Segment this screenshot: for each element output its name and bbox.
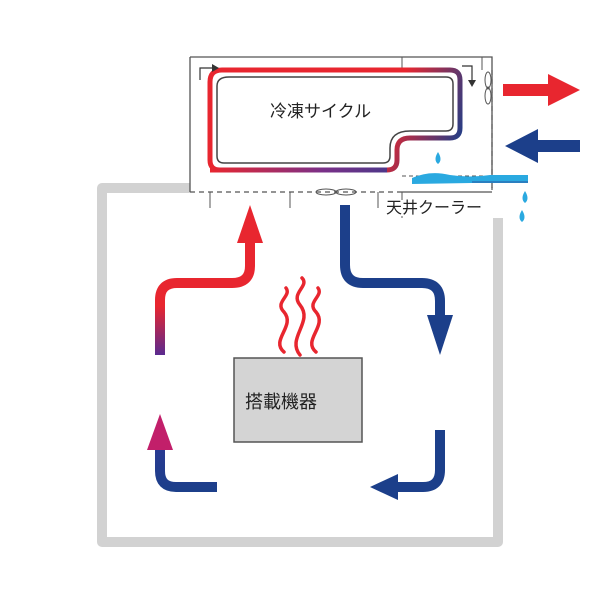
hot-air-exhaust-arrow xyxy=(503,74,580,106)
internal-flow-arrow-right xyxy=(462,65,473,80)
ceiling-cooler-label: 天井クーラー xyxy=(385,198,484,217)
internal-flow-arrow-right-head xyxy=(468,80,476,87)
heat-waves-icon xyxy=(278,276,321,357)
cold-airflow-lower-arrowhead xyxy=(370,474,398,500)
water-droplet-icon xyxy=(435,152,528,222)
return-airflow-lower-arrowhead xyxy=(147,414,173,450)
room-wall xyxy=(97,183,503,547)
cold-airflow-upper-arrowhead xyxy=(427,315,453,355)
outside-air-intake-arrow xyxy=(505,129,580,163)
internal-flow-arrow-left xyxy=(199,67,212,80)
fan-icon xyxy=(484,71,492,105)
cold-airflow-upper-arrow xyxy=(340,205,445,318)
hot-airflow-upper-arrow xyxy=(155,238,255,355)
fan-icon xyxy=(315,188,357,196)
refrigeration-cycle-label: 冷凍サイクル xyxy=(270,102,372,122)
internal-flow-arrow-left-head xyxy=(212,64,219,72)
cold-airflow-lower-arrow xyxy=(395,430,445,492)
onboard-equipment-label: 搭載機器 xyxy=(245,392,317,413)
onboard-equipment-box xyxy=(233,357,363,443)
return-airflow-lower-arrow xyxy=(155,445,217,492)
hot-airflow-upper-arrowhead xyxy=(237,205,263,243)
refrigeration-coil xyxy=(207,67,463,173)
